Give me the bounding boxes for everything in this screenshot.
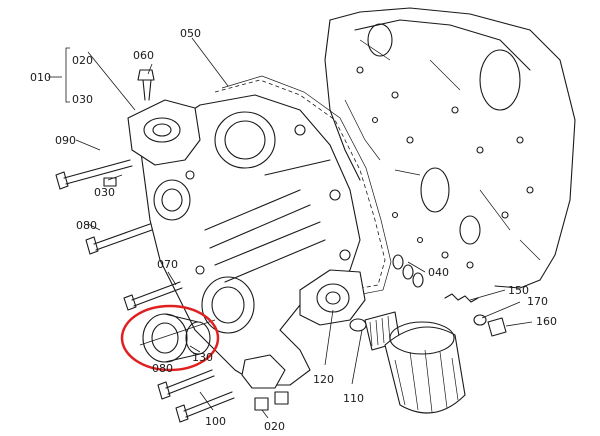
leader-lines [75, 37, 533, 419]
highlight-circle [120, 304, 220, 372]
o-rings [392, 254, 424, 288]
label-170: 170 [527, 295, 548, 308]
label-080-upper: 080 [76, 219, 97, 232]
bolt-090 [55, 159, 133, 190]
label-120: 120 [313, 373, 334, 386]
label-150: 150 [508, 284, 529, 297]
oil-filter [349, 311, 466, 414]
label-070: 070 [157, 258, 178, 271]
label-130: 130 [192, 351, 213, 364]
label-080-lower: 080 [152, 362, 173, 375]
label-020: 020 [72, 54, 93, 67]
gear-case-gasket [214, 75, 392, 297]
label-110: 110 [343, 392, 364, 405]
bolt-080-upper [85, 223, 153, 255]
bolt-100-pair [157, 369, 235, 423]
dowel-030 [103, 177, 117, 187]
bolt-070 [123, 281, 183, 311]
gear-case-cover [127, 94, 366, 389]
label-020-lower: 020 [264, 420, 285, 433]
drain-plugs-020 [254, 391, 289, 411]
relief-valve-parts [444, 293, 507, 337]
label-030-top: 030 [72, 93, 93, 106]
label-010: 010 [30, 71, 51, 84]
label-100: 100 [205, 415, 226, 428]
oil-seal-130 [139, 313, 216, 363]
engine-block [324, 7, 576, 289]
label-030-mid: 030 [94, 186, 115, 199]
bolt-060 [137, 69, 155, 101]
group-bracket-010 [65, 47, 70, 103]
label-050: 050 [180, 27, 201, 40]
label-060: 060 [133, 49, 154, 62]
label-160: 160 [536, 315, 557, 328]
label-040: 040 [428, 266, 449, 279]
label-090: 090 [55, 134, 76, 147]
